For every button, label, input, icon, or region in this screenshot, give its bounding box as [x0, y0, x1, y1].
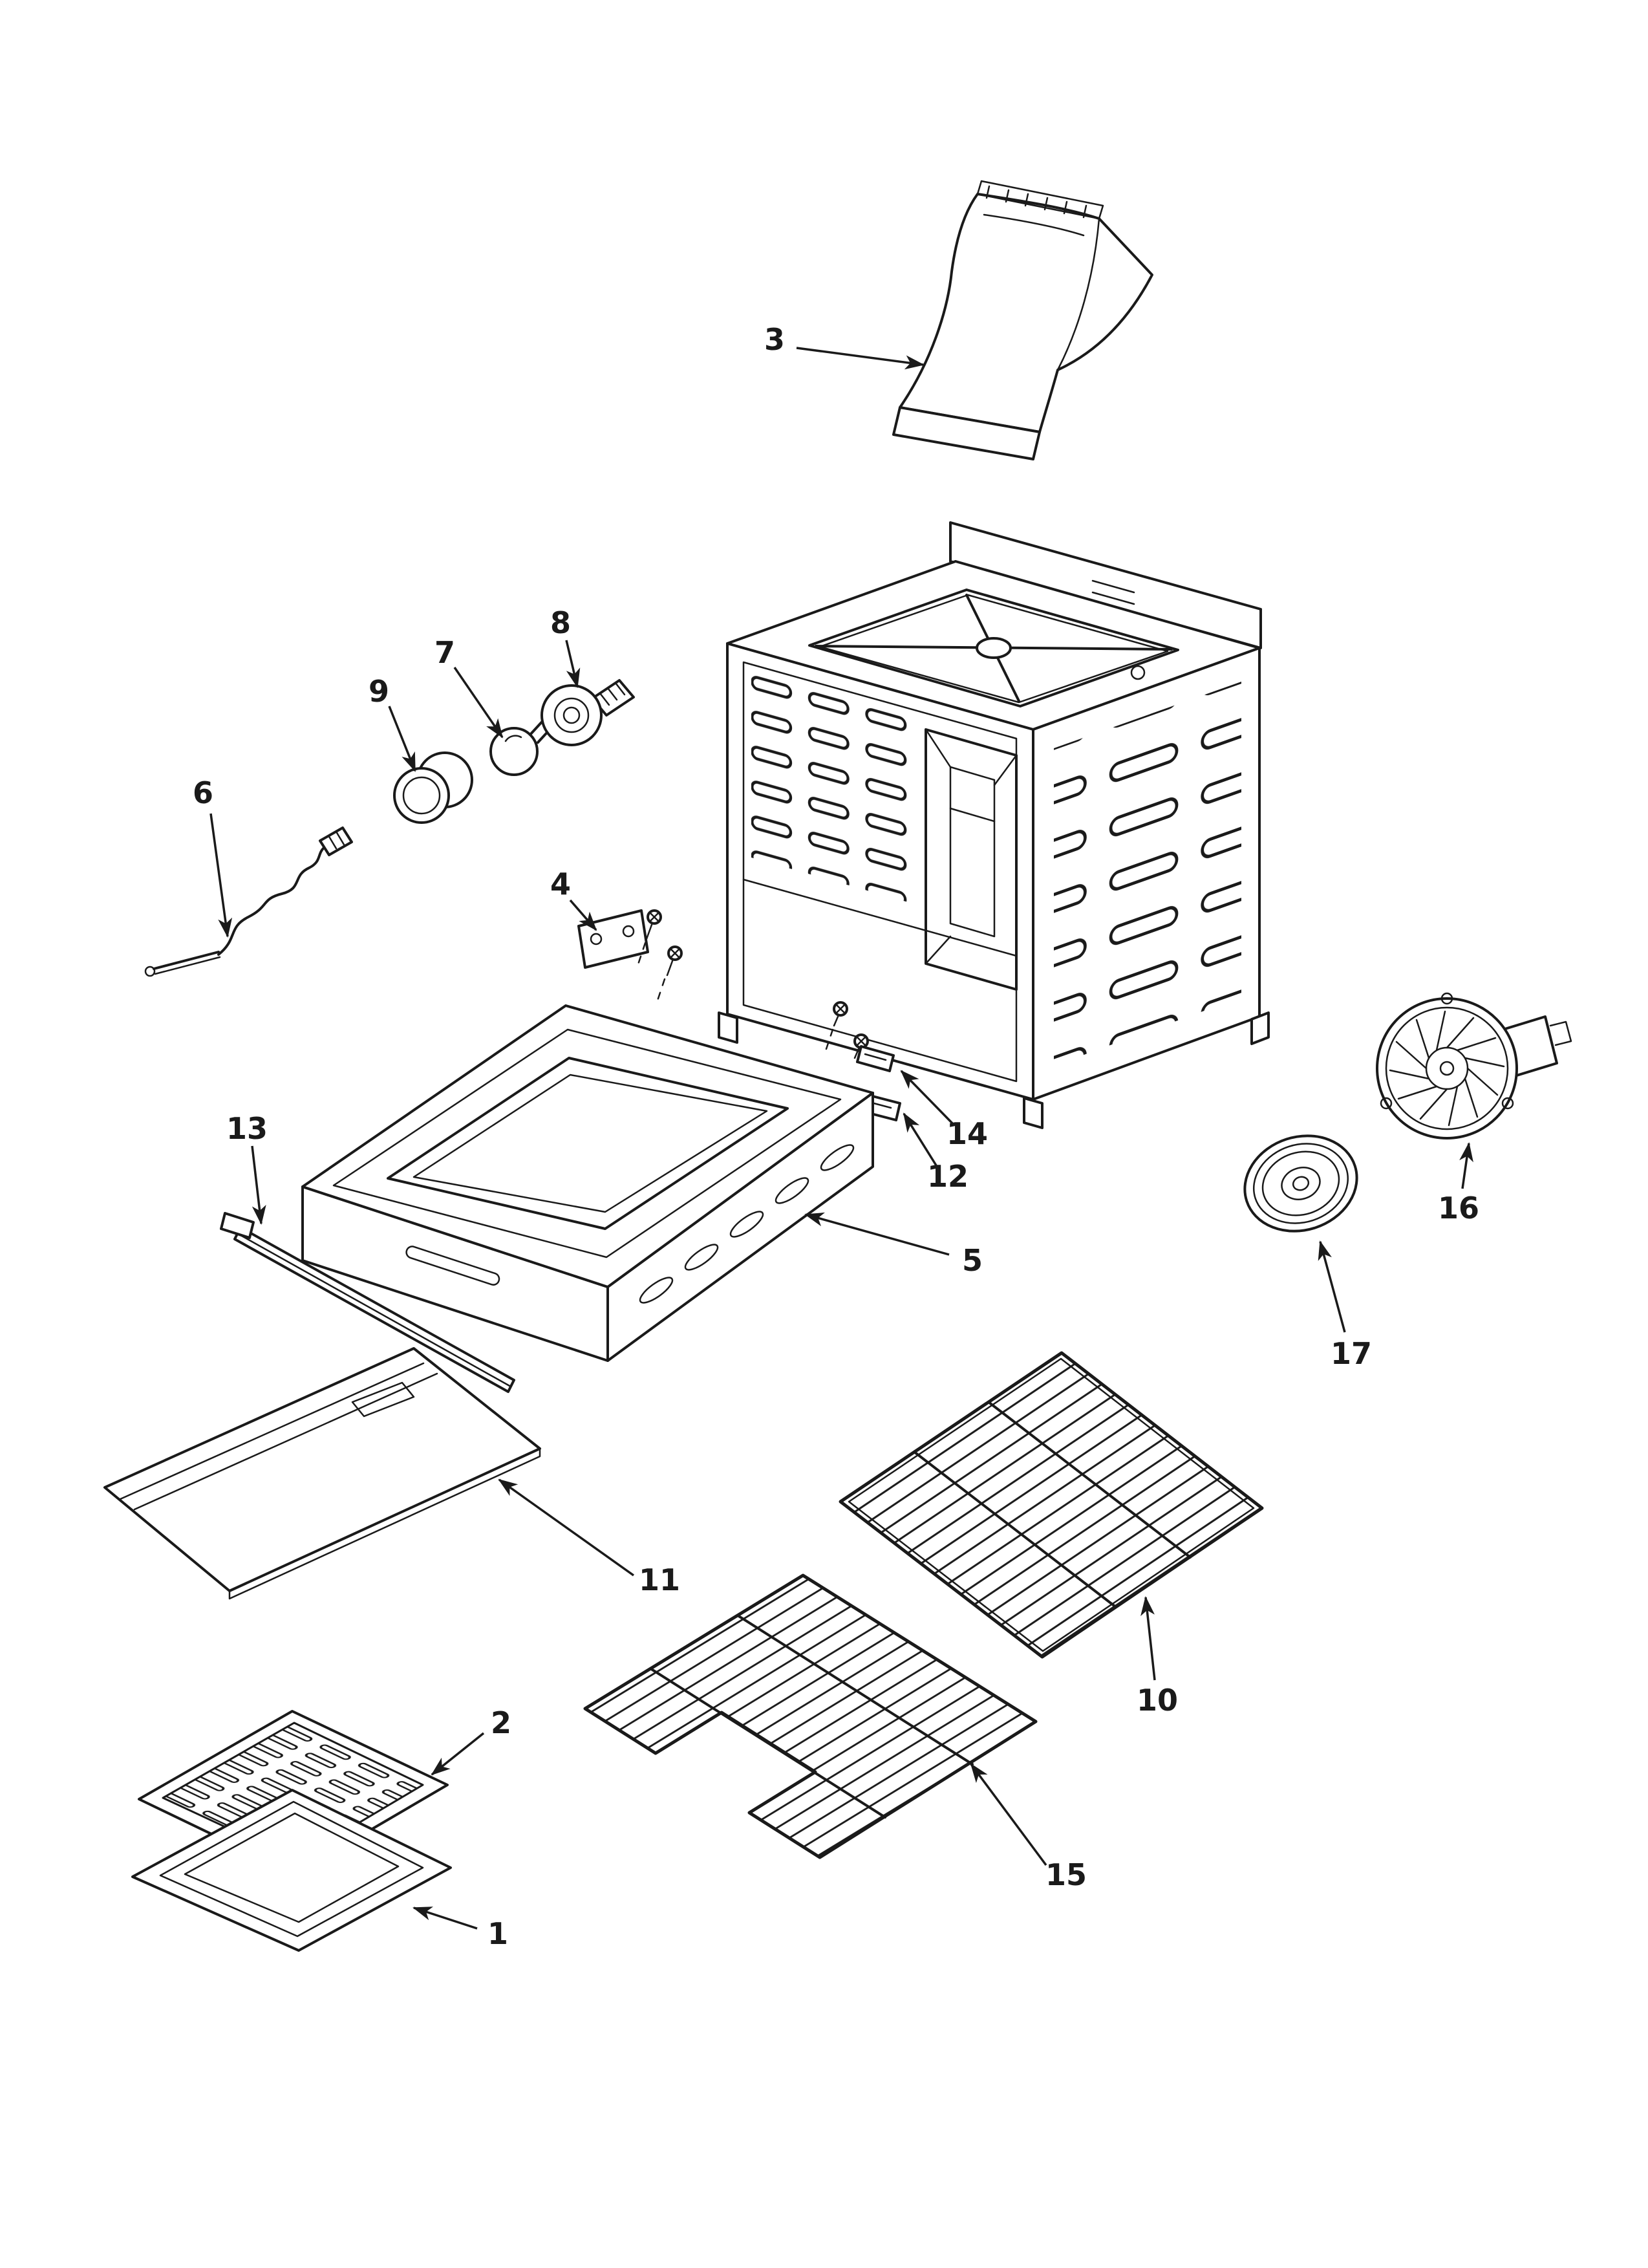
part-3-vent-duct — [892, 180, 1153, 460]
callout-14-arrow — [900, 1070, 956, 1127]
callout-5-arrow — [804, 1212, 950, 1256]
part-7-lamp-bulb — [489, 718, 553, 776]
callout-13-arrow — [251, 1145, 266, 1225]
callout-10: 10 — [1137, 1596, 1178, 1718]
callout-15-arrow — [970, 1763, 1047, 1866]
callout-14: 14 — [900, 1070, 988, 1151]
part-1-broiler-pan — [131, 1789, 452, 1952]
callout-17: 17 — [1318, 1240, 1372, 1371]
screw — [825, 1001, 848, 1050]
part-13-trim-strip — [220, 1212, 515, 1393]
callout-6-arrow — [209, 813, 233, 938]
callout-8-arrow — [565, 640, 581, 688]
screw — [656, 945, 683, 1004]
callout-13-label: 13 — [226, 1111, 268, 1146]
callout-5-label: 5 — [962, 1243, 983, 1278]
part-15-offset-oven-rack — [583, 1573, 1038, 1859]
callout-7: 7 — [434, 635, 504, 739]
callout-2-arrow — [431, 1732, 485, 1776]
callout-2: 2 — [431, 1705, 511, 1776]
callout-14-label: 14 — [947, 1116, 988, 1151]
callout-16-arrow — [1459, 1142, 1473, 1189]
callout-6: 6 — [193, 775, 233, 938]
part-6-wire-harness — [144, 826, 353, 977]
part-14-clip — [856, 1045, 895, 1072]
callout-5: 5 — [804, 1212, 983, 1278]
callout-9-arrow — [388, 706, 416, 772]
cavity-opening — [925, 728, 1018, 991]
callout-11-arrow — [498, 1478, 635, 1577]
part-10-oven-rack — [839, 1351, 1264, 1659]
part-11-heat-shield — [103, 1347, 541, 1600]
callout-2-label: 2 — [491, 1705, 511, 1740]
callout-10-label: 10 — [1137, 1683, 1178, 1718]
callout-12: 12 — [903, 1112, 968, 1194]
callout-7-label: 7 — [434, 635, 455, 670]
left-louvers — [751, 673, 910, 903]
callout-7-arrow — [453, 667, 504, 739]
callouts: 1 2 3 4 5 6 7 8 — [193, 322, 1479, 1951]
part-oven-body — [718, 521, 1270, 1129]
callout-4-arrow — [569, 899, 597, 931]
callout-15-label: 15 — [1045, 1857, 1087, 1892]
callout-4: 4 — [550, 867, 597, 931]
part-16-convection-fan — [1376, 992, 1572, 1139]
part-4-bracket — [577, 909, 649, 969]
callout-8: 8 — [550, 605, 581, 688]
part-17-element-disc — [1243, 1134, 1358, 1233]
screw — [636, 909, 662, 967]
callout-17-arrow — [1318, 1240, 1346, 1333]
callout-1: 1 — [412, 1906, 508, 1951]
callout-17-label: 17 — [1331, 1336, 1372, 1371]
part-9-lamp-lens — [393, 751, 473, 824]
callout-6-label: 6 — [193, 775, 213, 810]
callout-4-label: 4 — [550, 867, 571, 902]
callout-9: 9 — [369, 674, 416, 772]
callout-3-arrow — [796, 347, 925, 370]
callout-1-arrow — [412, 1906, 478, 1930]
right-louvers — [1054, 682, 1241, 1066]
callout-11: 11 — [498, 1478, 680, 1597]
callout-15: 15 — [970, 1763, 1087, 1892]
callout-16-label: 16 — [1438, 1191, 1479, 1226]
part-8-lamp-socket — [540, 679, 635, 746]
part-5-oven-base — [301, 1004, 874, 1362]
callout-9-label: 9 — [369, 674, 389, 709]
callout-3-label: 3 — [764, 322, 785, 357]
callout-11-label: 11 — [639, 1562, 680, 1597]
mounting-screws — [636, 909, 869, 1059]
callout-1-label: 1 — [487, 1916, 508, 1951]
callout-16: 16 — [1438, 1142, 1479, 1226]
callout-8-label: 8 — [550, 605, 571, 640]
callout-3: 3 — [764, 322, 925, 370]
callout-10-arrow — [1140, 1596, 1156, 1681]
callout-12-label: 12 — [927, 1159, 968, 1194]
callout-13: 13 — [226, 1111, 268, 1225]
fan-blades — [1389, 1010, 1505, 1127]
callout-12-arrow — [903, 1112, 937, 1166]
